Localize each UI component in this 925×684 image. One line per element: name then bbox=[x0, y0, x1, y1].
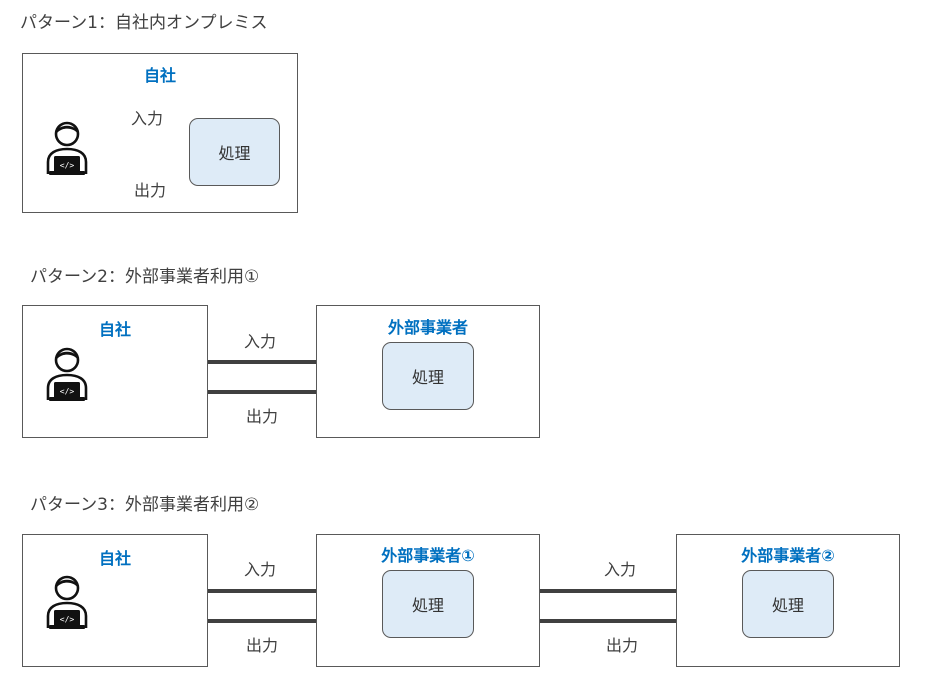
own-company-label: 自社 bbox=[98, 549, 131, 568]
svg-text:</>: </> bbox=[60, 161, 75, 170]
input-label: 入力 bbox=[243, 332, 277, 351]
own-company-box: 自社 bbox=[22, 534, 208, 667]
output-label: 出力 bbox=[245, 407, 279, 426]
output-label-1: 出力 bbox=[245, 636, 279, 655]
user-icon: </> bbox=[45, 120, 89, 176]
process-box: 処理 bbox=[382, 342, 474, 410]
output-label-2: 出力 bbox=[605, 636, 639, 655]
output-label: 出力 bbox=[133, 181, 167, 200]
own-company-label: 自社 bbox=[98, 320, 131, 339]
user-icon: </> bbox=[45, 574, 89, 630]
process-box-2: 処理 bbox=[742, 570, 834, 638]
process-box: 処理 bbox=[189, 118, 280, 186]
input-label-1: 入力 bbox=[243, 560, 277, 579]
pattern-1-title: パターン1：自社内オンプレミス bbox=[20, 13, 268, 33]
svg-text:</>: </> bbox=[60, 615, 75, 624]
input-label: 入力 bbox=[130, 109, 164, 128]
own-company-label: 自社 bbox=[143, 66, 176, 85]
own-company-box: 自社 bbox=[22, 305, 208, 438]
external-provider-1-label: 外部事業者① bbox=[381, 546, 475, 565]
external-provider-2-label: 外部事業者② bbox=[741, 546, 835, 565]
pattern-3-title: パターン3：外部事業者利用② bbox=[30, 495, 260, 515]
svg-text:</>: </> bbox=[60, 387, 75, 396]
external-provider-label: 外部事業者 bbox=[387, 318, 468, 337]
input-label-2: 入力 bbox=[603, 560, 637, 579]
pattern-2-title: パターン2：外部事業者利用① bbox=[30, 267, 260, 287]
process-box-1: 処理 bbox=[382, 570, 474, 638]
user-icon: </> bbox=[45, 346, 89, 402]
